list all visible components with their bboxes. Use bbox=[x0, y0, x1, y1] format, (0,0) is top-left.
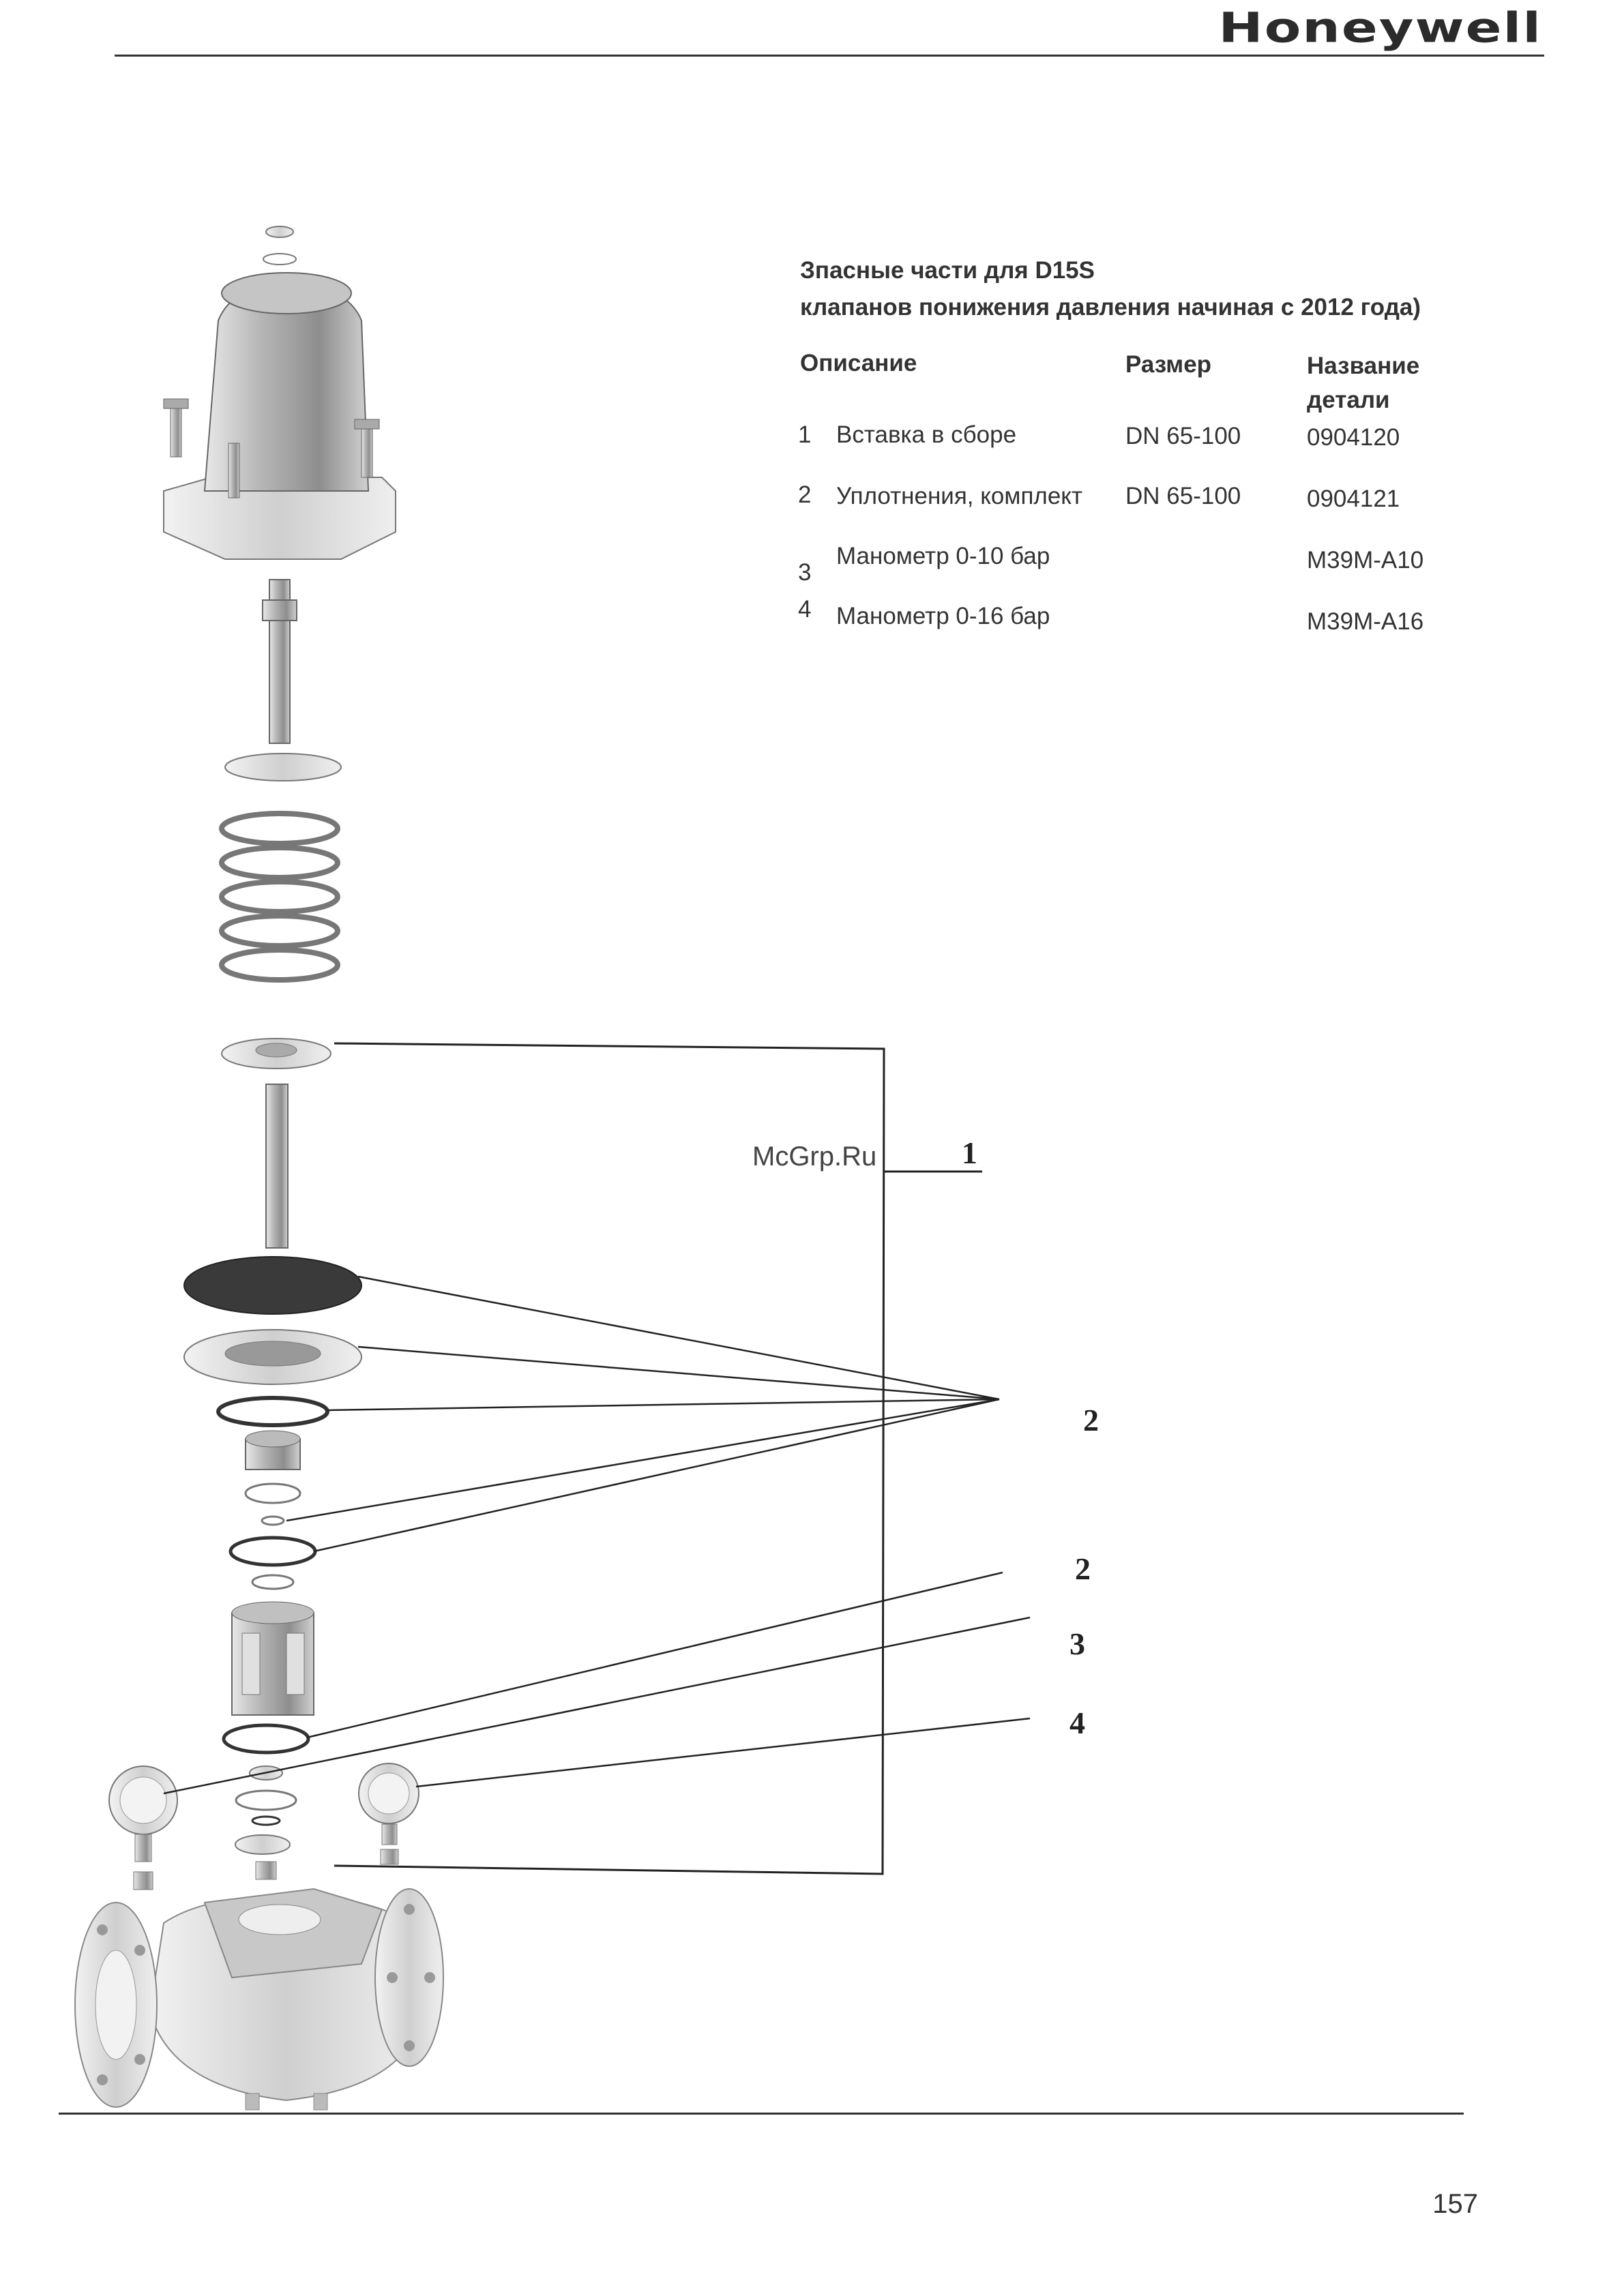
callout-4-leader bbox=[416, 1718, 1030, 1787]
small-ring-2 bbox=[262, 1517, 284, 1525]
watermark-text: McGrp.Ru bbox=[752, 1142, 876, 1172]
stem bbox=[263, 580, 297, 743]
small-ring-3 bbox=[252, 1575, 293, 1589]
seat-nut bbox=[246, 1431, 300, 1470]
valve-body bbox=[75, 1889, 443, 2110]
callout-2-label: 2 bbox=[1083, 1403, 1099, 1437]
diaphragm bbox=[184, 1257, 361, 1314]
bonnet-housing bbox=[164, 273, 396, 559]
diaphragm-plate bbox=[184, 1330, 361, 1384]
top-cap-parts bbox=[263, 226, 296, 265]
o-ring-1 bbox=[218, 1398, 327, 1425]
callout-1-label: 1 bbox=[962, 1135, 977, 1170]
callout-3-label: 3 bbox=[1069, 1626, 1085, 1661]
spring-washer-top bbox=[225, 754, 341, 781]
o-ring-2 bbox=[231, 1538, 315, 1565]
callout-2b-leader bbox=[307, 1572, 1003, 1738]
lower-stem bbox=[266, 1084, 288, 1248]
o-ring-3 bbox=[224, 1725, 308, 1753]
gauge-right bbox=[359, 1763, 419, 1864]
page-number: 157 bbox=[1432, 2189, 1478, 2220]
callout-2-leaders bbox=[286, 1277, 999, 1551]
small-ring-1 bbox=[246, 1484, 300, 1503]
gauge-left bbox=[109, 1766, 177, 1890]
callout-4-label: 4 bbox=[1069, 1705, 1085, 1740]
footer-rule bbox=[59, 2113, 1464, 2115]
callout-2b-label: 2 bbox=[1075, 1551, 1091, 1586]
spring bbox=[222, 814, 338, 980]
lower-small-parts bbox=[235, 1766, 296, 1879]
cartridge-cage bbox=[232, 1602, 314, 1715]
spring-plate bbox=[222, 1039, 331, 1069]
callout-1-bracket bbox=[334, 1043, 982, 1874]
